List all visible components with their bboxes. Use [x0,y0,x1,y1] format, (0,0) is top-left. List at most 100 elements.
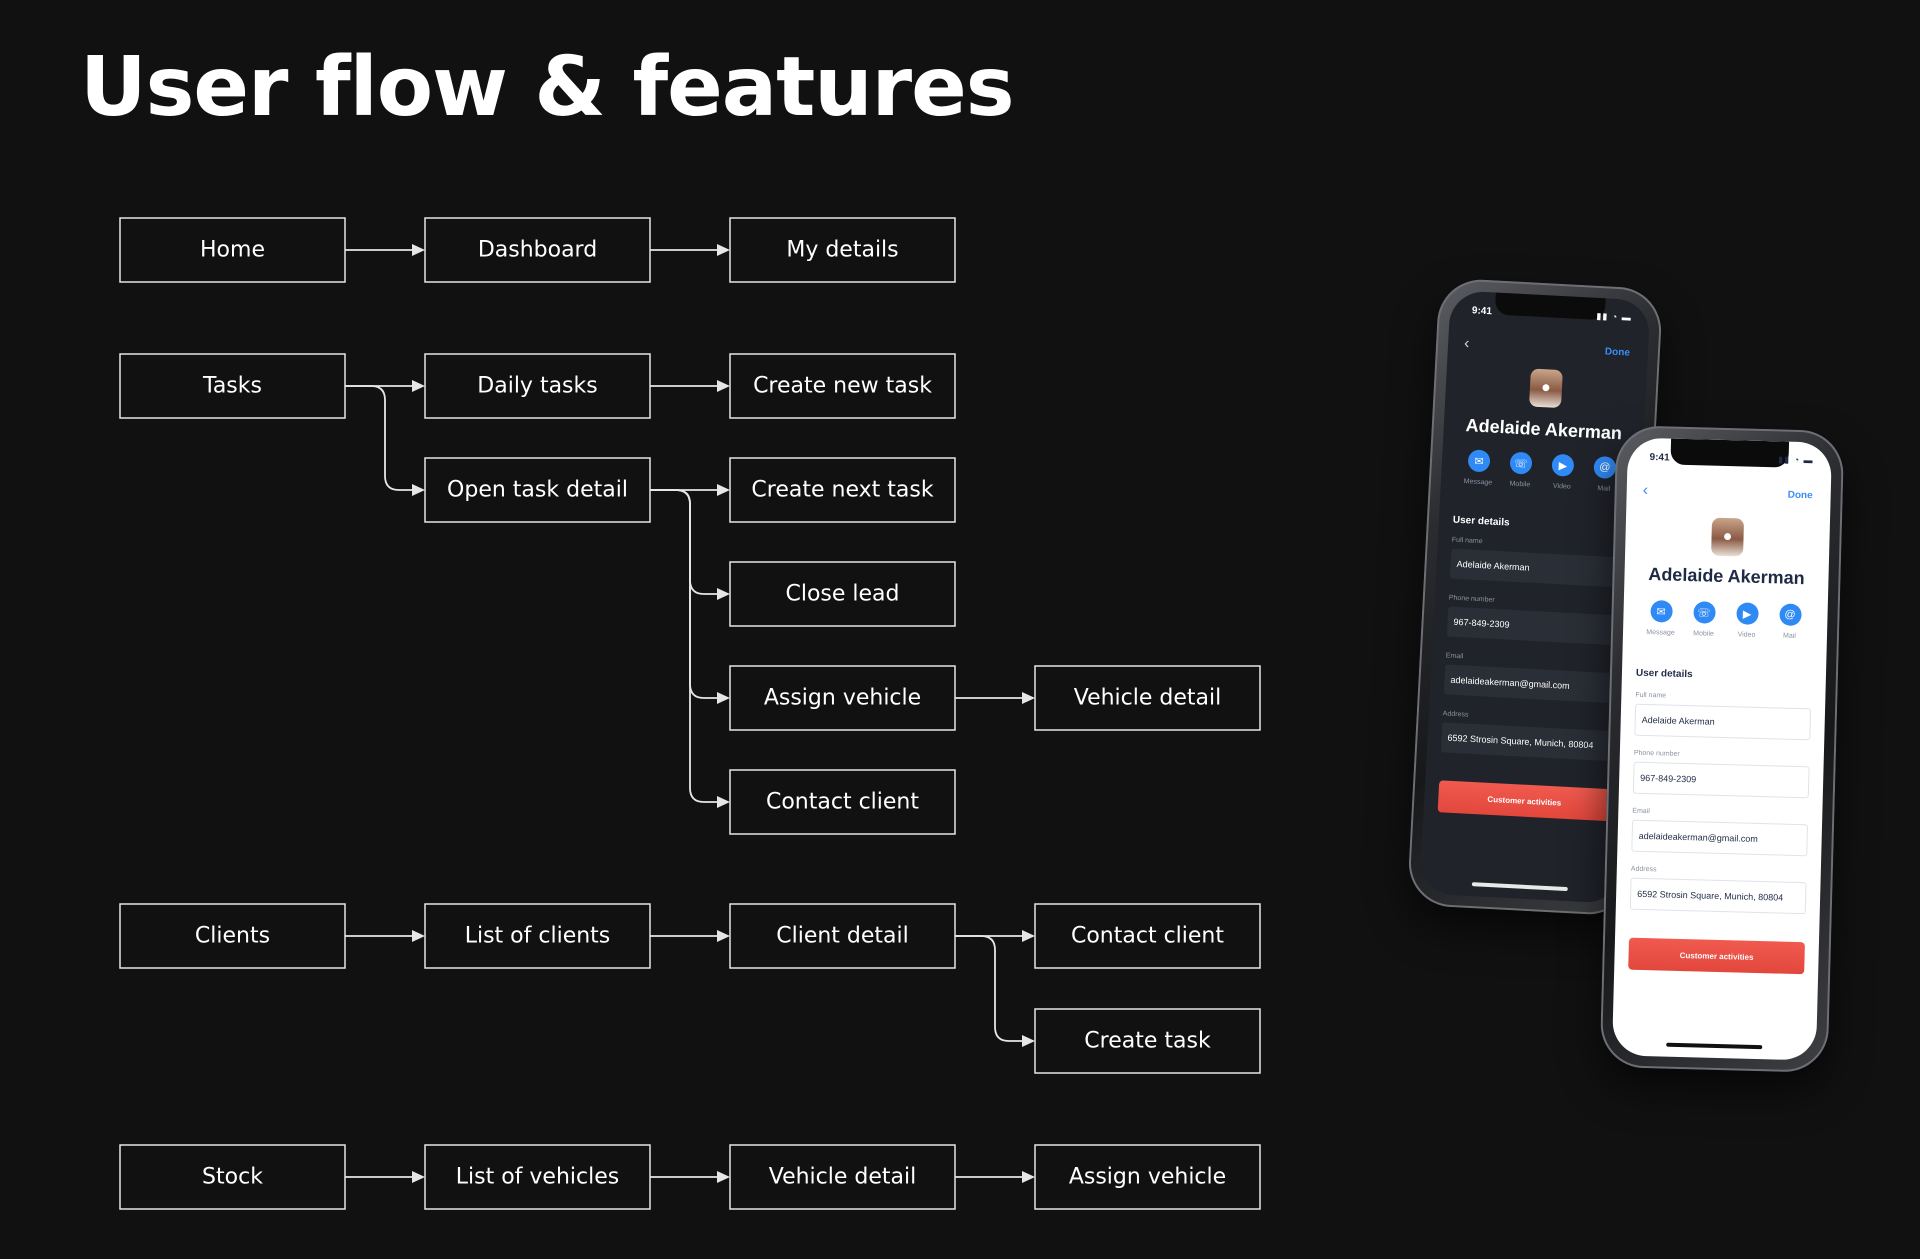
field-value: Adelaide Akerman [1634,703,1812,741]
flow-node-label: My details [786,238,898,263]
flow-node-box [119,903,346,969]
flow-node-create-next-task: Create next task [729,457,956,523]
flow-node-label: Contact client [1071,924,1224,949]
status-icons: ▮▮ ◔ ▬ [1596,310,1633,323]
flow-node-box [424,217,651,283]
flow-node-label: Create next task [751,478,933,503]
flow-node-box [729,353,956,419]
flow-node-open-task-detail: Open task detail [424,457,651,523]
flow-node-box [729,561,956,627]
video-action[interactable]: ▶Video [1542,453,1584,491]
flow-edge-open_task_detail-to-close_lead [650,489,718,595]
flow-node-label: Client detail [776,924,909,949]
action-label: Video [1737,631,1756,639]
flow-node-box [729,665,956,731]
flow-node-label: Stock [202,1165,263,1190]
done-button[interactable]: Done [1787,489,1813,502]
arrowhead-client_detail-to-contact_client_2 [1022,930,1035,942]
flow-node-tasks: Tasks [119,353,346,419]
arrowhead-dashboard-to-my_details [717,244,730,256]
phone-number-field[interactable]: Phone number 967-849-2309 [1632,749,1810,799]
message-icon: ✉ [1649,600,1673,623]
flow-node-label: Assign vehicle [764,686,921,711]
field-value: adelaideakerman@gmail.com [1443,664,1618,704]
arrowhead-vehicle_detail_2-to-assign_vehicle_2 [1022,1171,1035,1183]
arrowhead-open_task_detail-to-contact_client_1 [717,796,730,808]
mobile-action[interactable]: ☏Mobile [1500,451,1542,489]
phone-notch [1494,292,1606,321]
phone-mockup-light: 9:41 ▮▮ ◔ ▬ ‹ Done ● Adelaide Akerman ✉M… [1599,425,1845,1073]
action-label: Mail [1782,632,1796,640]
back-arrow-icon[interactable]: ‹ [1642,481,1649,499]
flow-edge-open_task_detail-to-contact_client_1 [650,489,718,803]
status-time: 9:41 [1471,305,1493,318]
arrowhead-list_of_clients-to-client_detail [717,930,730,942]
back-arrow-icon[interactable]: ‹ [1463,334,1470,353]
avatar: ● [1528,368,1563,409]
action-label: Message [1646,628,1675,637]
action-label: Message [1463,478,1493,487]
flow-node-box [119,217,346,283]
field-value: 6592 Strosin Square, Munich, 80804 [1629,877,1807,915]
contact-actions: ✉ Message ☏Mobile ▶ Video @Mail [1639,600,1812,640]
page-title: User flow & features [80,40,1015,135]
message-action[interactable]: ✉ Message [1640,600,1681,637]
field-label: Phone number [1633,749,1680,758]
arrowhead-tasks-to-open_task_detail [412,484,425,496]
home-indicator [1666,1042,1763,1050]
home-indicator [1471,882,1568,892]
flow-node-label: Tasks [202,374,262,399]
flow-node-daily-tasks: Daily tasks [424,353,651,419]
field-value: Adelaide Akerman [1449,548,1624,588]
mail-action[interactable]: @Mail [1769,603,1810,640]
avatar: ● [1711,517,1745,557]
arrowhead-open_task_detail-to-close_lead [717,588,730,600]
video-action[interactable]: ▶ Video [1726,602,1767,639]
contact-actions: ✉Message ☏Mobile ▶Video @Mail [1457,449,1627,494]
field-value: 967-849-2309 [1632,761,1810,799]
flow-node-label: Clients [195,924,270,949]
phone-icon: ☏ [1692,601,1716,624]
flow-node-label: Vehicle detail [1074,686,1222,711]
done-button[interactable]: Done [1604,346,1631,359]
flow-node-stock: Stock [119,1144,346,1210]
mobile-action[interactable]: ☏Mobile [1683,601,1724,638]
arrowhead-client_detail-to-create_task [1022,1035,1035,1047]
flow-node-list-of-vehicles: List of vehicles [424,1144,651,1210]
flow-node-box [1034,665,1261,731]
message-icon: ✉ [1467,449,1491,473]
flow-edge-tasks-to-open_task_detail [345,385,413,491]
arrowhead-open_task_detail-to-assign_vehicle_1 [717,692,730,704]
message-action[interactable]: ✉ Message [1458,449,1500,487]
field-label: Address [1630,865,1657,874]
flow-node-vehicle-detail-1: Vehicle detail [1034,665,1261,731]
flow-node-label: Daily tasks [477,374,597,399]
flow-node-label: Create new task [753,374,932,399]
arrowhead-stock-to-list_of_vehicles [412,1171,425,1183]
customer-activities-button[interactable]: Customer activities [1437,780,1612,822]
customer-activities-button[interactable]: Customer activities [1628,937,1805,975]
section-title: User details [1452,514,1510,529]
flow-node-label: Assign vehicle [1069,1165,1226,1190]
action-label: Mail [1597,485,1611,493]
user-name: Adelaide Akerman [1648,564,1805,589]
flow-edge-client_detail-to-create_task [955,935,1023,1042]
flow-node-box [119,1144,346,1210]
field-value: 6592 Strosin Square, Munich, 80804 [1440,722,1615,762]
flow-node-home: Home [119,217,346,283]
video-icon: ▶ [1735,602,1759,625]
flow-node-box [729,1144,956,1210]
arrowhead-assign_vehicle_1-to-vehicle_detail_1 [1022,692,1035,704]
flow-node-box [424,1144,651,1210]
field-value: 967-849-2309 [1446,606,1621,646]
address-field[interactable]: Address 6592 Strosin Square, Munich, 8080… [1629,865,1807,915]
action-label: Mobile [1509,480,1531,489]
flow-node-label: Close lead [785,582,899,607]
flow-node-box [1034,903,1261,969]
